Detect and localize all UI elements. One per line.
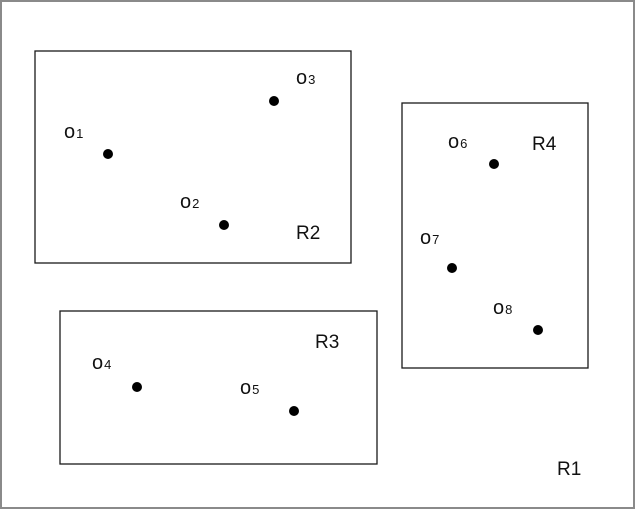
- object-o2-index: 2: [192, 196, 199, 211]
- object-o8-label: o8: [493, 297, 512, 319]
- object-o3-label: o3: [296, 67, 315, 89]
- object-o6-letter: o: [448, 131, 459, 153]
- object-o4-point: [132, 382, 142, 392]
- object-o3-index: 3: [308, 72, 315, 87]
- object-o5-point: [289, 406, 299, 416]
- object-o2-label: o2: [180, 191, 199, 213]
- object-o6-index: 6: [460, 136, 467, 151]
- object-o8-index: 8: [505, 302, 512, 317]
- object-o1-point: [103, 149, 113, 159]
- object-o3-letter: o: [296, 67, 307, 89]
- object-o1-letter: o: [64, 121, 75, 143]
- object-o2-letter: o: [180, 191, 191, 213]
- object-o5-index: 5: [252, 382, 259, 397]
- object-o2-point: [219, 220, 229, 230]
- object-o4-label: o4: [92, 352, 111, 374]
- object-o4-letter: o: [92, 352, 103, 374]
- object-o6-label: o6: [448, 131, 467, 153]
- object-o8-point: [533, 325, 543, 335]
- region-r3-label: R3: [315, 332, 339, 353]
- object-o5-label: o5: [240, 377, 259, 399]
- object-o7-label: o7: [420, 227, 439, 249]
- object-o7-point: [447, 263, 457, 273]
- object-o8-letter: o: [493, 297, 504, 319]
- region-r2-label: R2: [296, 223, 320, 244]
- region-r1-label: R1: [557, 459, 581, 480]
- region-r2-box: [34, 50, 352, 264]
- object-o7-letter: o: [420, 227, 431, 249]
- object-o7-index: 7: [432, 232, 439, 247]
- region-r4-label: R4: [532, 134, 557, 155]
- region-r3-box: [59, 310, 378, 465]
- object-o4-index: 4: [104, 357, 111, 372]
- object-o5-letter: o: [240, 377, 251, 399]
- region-r4-box: [401, 102, 589, 369]
- object-o6-point: [489, 159, 499, 169]
- object-o1-label: o1: [64, 121, 83, 143]
- object-o1-index: 1: [76, 126, 83, 141]
- object-o3-point: [269, 96, 279, 106]
